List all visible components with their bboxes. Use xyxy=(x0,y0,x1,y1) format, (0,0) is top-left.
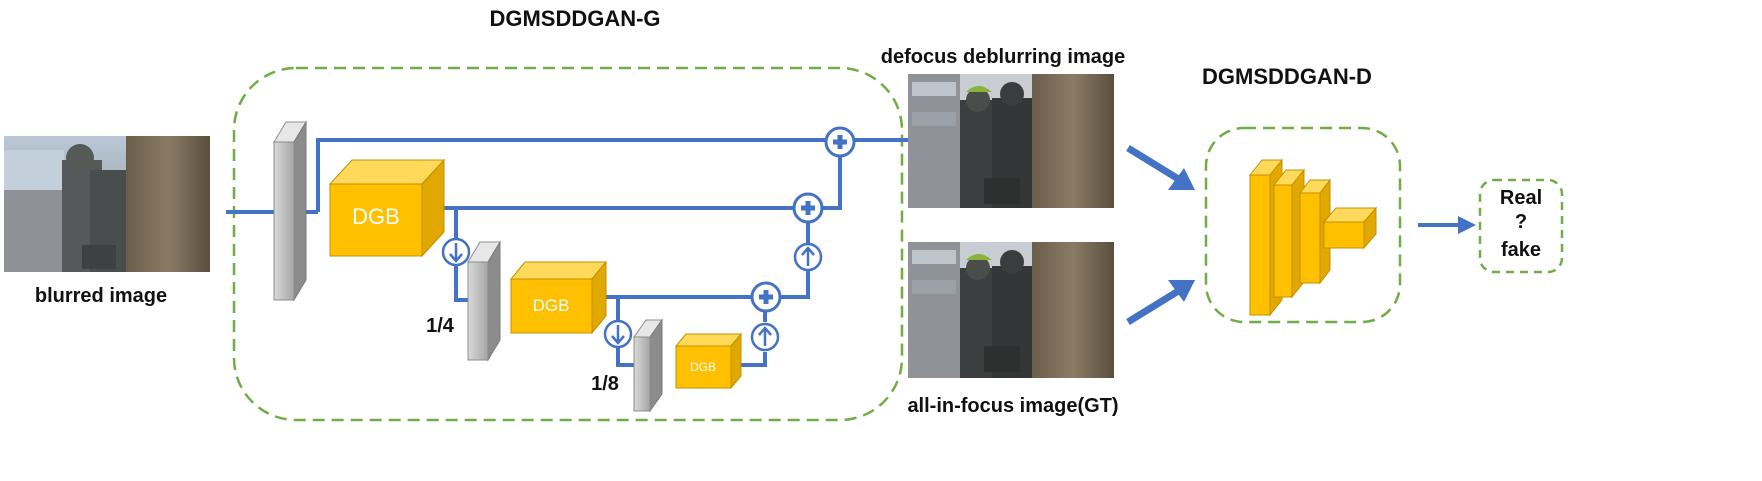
scale-label-eighth: 1/8 xyxy=(591,373,619,395)
ground-truth-label: all-in-focus image(GT) xyxy=(907,395,1118,417)
decision-frame xyxy=(1478,178,1564,274)
discriminator-layers xyxy=(1248,158,1378,317)
upsample-icon xyxy=(793,242,823,272)
plus-node-icon xyxy=(824,126,856,158)
dgb-block-1: DGB xyxy=(328,158,446,258)
ground-truth-image xyxy=(908,242,1114,378)
blurred-image-label: blurred image xyxy=(35,285,167,307)
blurred-image xyxy=(4,136,210,272)
deblurred-image xyxy=(908,74,1114,208)
flow-lines xyxy=(226,138,908,367)
dgb-block-2-label: DGB xyxy=(533,296,570,315)
downsample-icon xyxy=(441,237,471,267)
plus-node-icon xyxy=(750,281,782,313)
conv-slab-1 xyxy=(273,120,307,302)
decision-real: Real xyxy=(1500,187,1542,209)
dgb-block-1-label: DGB xyxy=(352,204,400,229)
decision-fake: fake xyxy=(1501,239,1541,261)
downsample-icon xyxy=(603,319,633,349)
dgb-block-2: DGB xyxy=(509,260,608,335)
upsample-icon xyxy=(750,322,780,352)
arrow-icon xyxy=(1418,216,1476,234)
plus-node-icon xyxy=(792,192,824,224)
discriminator-frame xyxy=(1204,126,1402,324)
dgb-block-3-label: DGB xyxy=(690,360,716,374)
conv-slab-2 xyxy=(467,240,501,362)
arrow-icon xyxy=(1126,280,1195,325)
generator-frame xyxy=(232,66,904,422)
conv-slab-3 xyxy=(633,318,663,413)
scale-label-quarter: 1/4 xyxy=(426,315,455,337)
dgb-block-3: DGB xyxy=(674,332,743,390)
decision-question: ? xyxy=(1515,211,1527,233)
deblurred-image-label: defocus deblurring image xyxy=(881,46,1125,68)
generator-title: DGMSDDGAN-G xyxy=(489,6,660,31)
discriminator-title: DGMSDDGAN-D xyxy=(1202,64,1372,89)
arrow-icon xyxy=(1126,145,1195,190)
